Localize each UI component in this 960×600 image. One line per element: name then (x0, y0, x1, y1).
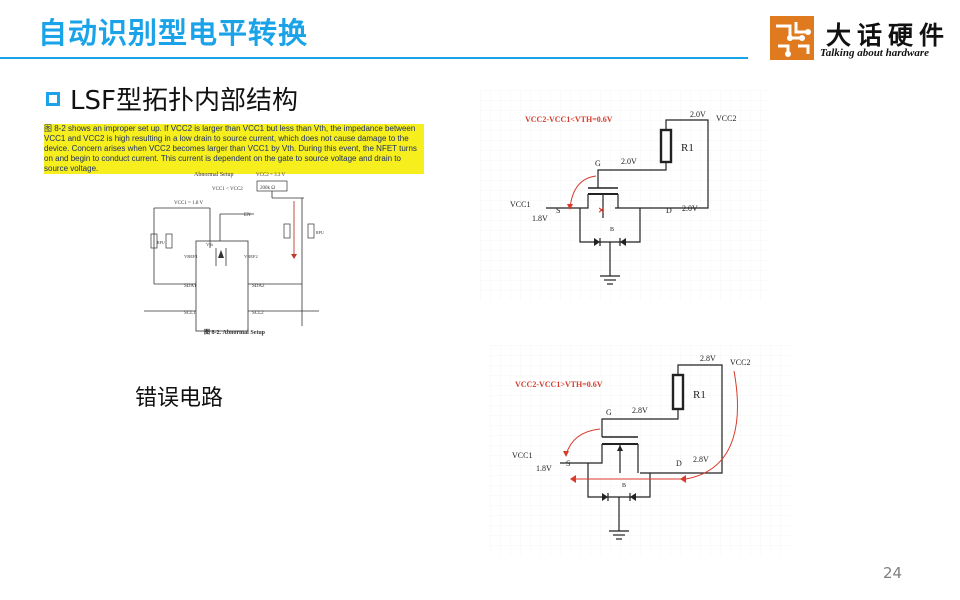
rpu-label-1: RPU (157, 240, 165, 245)
top-voltage-label: 2.0V (690, 110, 706, 119)
vth-label: Vth (206, 242, 214, 247)
drain-label: D (666, 206, 672, 215)
gate-label: G (595, 159, 601, 168)
page-number: 24 (883, 564, 903, 582)
circuit-diagram-bottom: VCC2-VCC1>VTH=0.6V 2.8V VCC2 R1 2.8V G B… (490, 345, 790, 555)
drain-label: D (676, 459, 682, 468)
title-divider (0, 57, 748, 59)
gate-label: G (606, 408, 612, 417)
vcc1-label: VCC1 = 1.8 V (174, 201, 204, 206)
source-label: S (556, 206, 560, 215)
r1-label: R1 (693, 389, 706, 401)
condition-label: VCC2-VCC1>VTH=0.6V (515, 380, 603, 389)
r1-label: R1 (681, 142, 694, 154)
vcc2-label: VCC2 (716, 114, 736, 123)
source-voltage-label: 1.8V (536, 464, 552, 473)
circuit-logo-icon (770, 16, 814, 60)
brand-logo: 大话硬件 Talking about hardware (770, 16, 955, 64)
gate-voltage-label: 2.0V (621, 157, 637, 166)
scl1-label: SCL1 (184, 311, 196, 316)
drain-voltage-label: 2.8V (693, 455, 709, 464)
sda2-label: SDA2 (252, 284, 265, 289)
body-label: B (610, 227, 614, 233)
vcc1-label: VCC1 (512, 451, 532, 460)
source-label: S (566, 459, 570, 468)
abnormal-setup-schematic: Abnormal Setup VCC1 < VCC2 VCC1 = 1.8 V … (144, 172, 324, 336)
resistor-label: 200k Ω (260, 186, 275, 191)
en-label: EN (244, 213, 251, 218)
section-heading: LSF型拓扑内部结构 (46, 80, 298, 117)
vcc1-label: VCC1 (510, 200, 530, 209)
figure-caption: 图 8-2. Abnormal Setup (204, 328, 266, 336)
compare-label: VCC1 < VCC2 (212, 187, 243, 192)
error-circuit-label: 错误电路 (135, 386, 224, 411)
slide-title: 自动识别型电平转换 (38, 16, 309, 50)
section-heading-text: LSF型拓扑内部结构 (70, 86, 298, 116)
resistor-r1 (659, 128, 673, 164)
square-bullet-icon (46, 91, 60, 106)
scl2-label: SCL2 (252, 311, 264, 316)
vcc2-label: VCC2 = 3.3 V (256, 173, 286, 178)
condition-label: VCC2-VCC1<VTH=0.6V (525, 115, 613, 124)
datasheet-excerpt: 图 8-2 shows an improper set up. If VCC2 … (44, 124, 424, 336)
body-label: B (622, 483, 626, 489)
logo-english-text: Talking about hardware (820, 47, 930, 59)
circuit-diagram-top: VCC2-VCC1<VTH=0.6V 2.0V VCC2 R1 2.0V G ✕… (480, 90, 770, 300)
vref1-label: VREF1 (184, 254, 198, 259)
logo-chinese-text: 大话硬件 (826, 21, 951, 50)
top-voltage-label: 2.8V (700, 354, 716, 363)
setup-title: Abnormal Setup (194, 172, 234, 178)
sda1-label: SDA1 (184, 284, 197, 289)
blocked-mark: ✕ (598, 206, 605, 215)
resistor-r1 (671, 373, 685, 411)
highlighted-paragraph: 图 8-2 shows an improper set up. If VCC2 … (44, 124, 424, 174)
rpu-label-2: RPU (316, 230, 324, 235)
gate-voltage-label: 2.8V (632, 406, 648, 415)
vcc2-label: VCC2 (730, 358, 750, 367)
drain-voltage-label: 2.0V (682, 204, 698, 213)
vref2-label: VREF2 (244, 254, 258, 259)
source-voltage-label: 1.8V (532, 214, 548, 223)
